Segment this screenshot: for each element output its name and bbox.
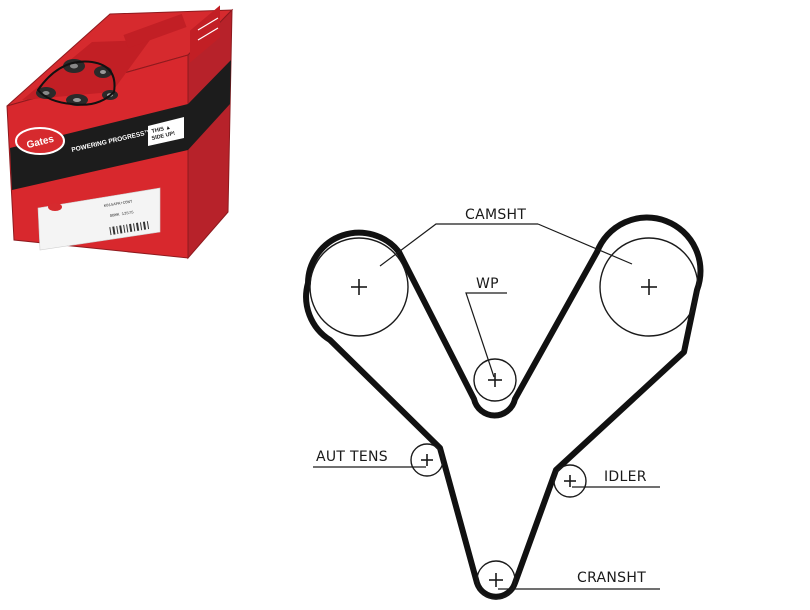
plus-icon	[564, 475, 576, 487]
box-barcode	[109, 221, 150, 236]
this-side-up-sticker: THIS ▲ SIDE UP!	[148, 117, 184, 146]
plus-icon	[489, 573, 503, 587]
camshaft-leader-right	[537, 223, 633, 265]
timing-belt	[303, 214, 704, 600]
plus-icon	[488, 373, 502, 387]
box-front-black-band	[10, 104, 188, 190]
label-crankshaft: CRANSHT	[577, 570, 646, 586]
sticker-line2: SIDE UP!	[151, 131, 176, 142]
label-water-pump: WP	[476, 276, 499, 292]
plus-icon	[421, 454, 433, 466]
product-box: Gates POWERING PROGRESS™ THIS ▲ SIDE UP!…	[6, 5, 234, 260]
plus-icon	[351, 279, 367, 295]
leader-lines	[313, 223, 660, 590]
water-pump-leader	[465, 292, 507, 378]
camshaft-right-pulley	[599, 237, 699, 337]
camshaft-leader-left	[379, 223, 538, 267]
idler-pulley	[553, 464, 587, 498]
box-part-number: K015APK+CONT	[104, 200, 134, 209]
label-idler: IDLER	[604, 469, 647, 485]
belt-routing-diagram: CAMSHT WP AUT TENS IDLER CRANSHT	[303, 207, 704, 600]
box-side-logo	[190, 5, 220, 63]
box-side-black-band	[188, 60, 231, 150]
auto-tensioner-pulley	[410, 443, 444, 477]
plus-icon	[641, 279, 657, 295]
sticker-line1: THIS ▲	[151, 125, 171, 135]
camshaft-left-pulley	[309, 237, 409, 337]
water-pump-pulley	[473, 358, 517, 402]
label-camshaft: CAMSHT	[465, 207, 526, 223]
label-auto-tensioner: AUT TENS	[316, 449, 388, 465]
box-product-label: K015APK+CONT GBMK 13575	[37, 187, 161, 251]
box-top-kit-illustration	[22, 13, 187, 106]
gates-logo: Gates	[15, 127, 65, 155]
box-label-line2: GBMK 13575	[110, 211, 135, 219]
crankshaft-pulley	[476, 560, 516, 600]
